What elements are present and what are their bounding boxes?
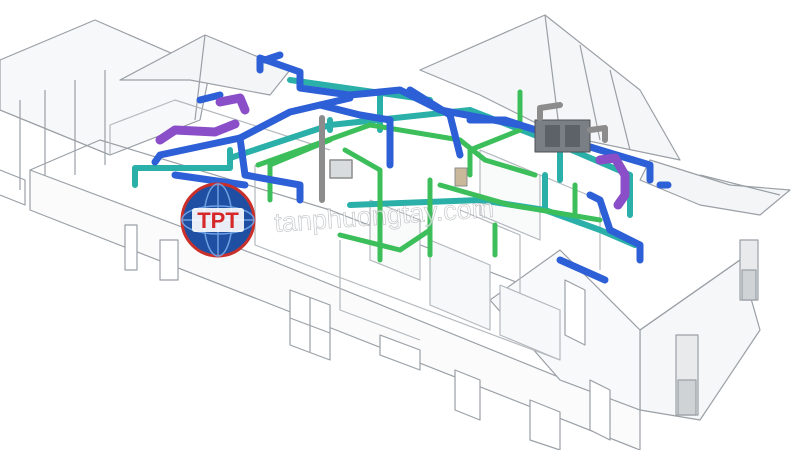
company-logo: TPT — [180, 182, 256, 258]
porch-frame-left — [0, 19, 211, 206]
roof-right — [419, 14, 681, 161]
air-handler-unit — [534, 102, 608, 153]
exhaust-flue — [319, 115, 468, 203]
logo-text: TPT — [197, 208, 239, 233]
green-duct-run — [255, 89, 603, 263]
roof-gable-left — [119, 34, 291, 121]
purple-plenum — [155, 93, 630, 210]
porch-roof-right — [639, 159, 791, 216]
ductwork — [132, 51, 672, 284]
windows-front — [124, 224, 611, 450]
porch-columns — [675, 239, 759, 416]
house-structure — [0, 14, 791, 450]
